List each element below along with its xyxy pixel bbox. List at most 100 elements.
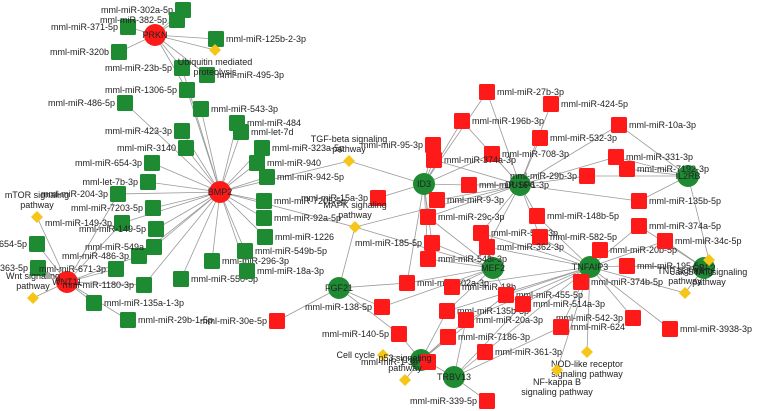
node-m3938[interactable]: mml-miR-3938-3p — [662, 321, 752, 337]
node-m3140[interactable]: mml-miR-3140 — [117, 140, 194, 156]
node-m371[interactable]: mml-miR-371-5p — [51, 19, 136, 35]
node-m34c[interactable]: mml-miR-34c-5p — [657, 233, 742, 249]
node-m29c[interactable]: mml-miR-29c-3p — [420, 209, 505, 225]
node-m323a[interactable]: mml-miR-323a-5p — [254, 140, 344, 156]
node-m362[interactable]: mml-miR-362-3p — [479, 239, 564, 255]
node-m9[interactable]: mml-miR-9-3p — [429, 192, 504, 208]
node-FGF21[interactable]: FGF21 — [325, 277, 353, 299]
node-m185[interactable]: mml-miR-185-5p — [355, 235, 440, 251]
node-m374a_3p[interactable]: mml-miR-374a-3p — [426, 152, 516, 168]
node-m486[interactable]: mml-miR-486-5p — [48, 95, 133, 111]
node-m1[interactable]: mml-miR-1-3p — [361, 354, 436, 370]
node-p_cell[interactable]: Cell cycle — [336, 349, 389, 361]
node-m7192[interactable]: mml-miR-7192-3p — [619, 161, 709, 177]
node-m542[interactable]: mml-miR-542-3p — [556, 310, 641, 326]
node-m27b[interactable]: mml-miR-27b-3p — [479, 84, 564, 100]
node-m18a[interactable]: mml-miR-18a-3p — [239, 263, 324, 279]
node-m23b[interactable]: mml-miR-23b-5p — [105, 60, 190, 76]
node-m30e[interactable]: mml-miR-30e-5p — [200, 313, 285, 329]
node-m7186[interactable]: mml-miR-7186-3p — [440, 329, 530, 345]
node-m135a1[interactable]: mml-miR-135a-1-3p — [86, 295, 184, 311]
node-m204[interactable]: mml-miR-204-3p — [41, 186, 126, 202]
node-m940[interactable]: mml-miR-940 — [249, 155, 321, 171]
node-m10a[interactable]: mml-miR-10a-3p — [611, 117, 696, 133]
node-m95[interactable]: mml-miR-95-3p — [361, 137, 441, 153]
node-m374b[interactable]: mml-miR-374b-5p — [573, 274, 663, 290]
node-TRBV13[interactable]: TRBV13 — [437, 366, 471, 388]
node-IL2RB[interactable]: IL2RB — [675, 165, 701, 187]
node-m423[interactable]: mml-miR-423-3p — [105, 123, 190, 139]
node-m296[interactable]: mml-miR-296-3p — [204, 253, 289, 269]
node-TNFAIP3[interactable]: TNFAIP3 — [572, 256, 609, 278]
node-m671[interactable]: mml-miR-671-3p — [39, 261, 124, 277]
node-m550[interactable]: mml-miR-550-5p — [173, 271, 258, 287]
node-m532[interactable]: mml-miR-532-3p — [532, 130, 617, 146]
node-m7205[interactable]: mml-miR-7205-5p — [256, 193, 346, 209]
node-m149_3p[interactable]: mml-miR-149-3p — [45, 215, 130, 231]
node-MEF2[interactable]: MEF2 — [481, 257, 505, 279]
node-m455[interactable]: mml-miR-455-5p — [498, 287, 583, 303]
node-m20a[interactable]: mml-miR-20a-3p — [458, 312, 543, 328]
node-m16_1[interactable]: mml-miR-16-1-3p — [461, 177, 549, 193]
node-m495[interactable]: mml-miR-495-3p — [199, 67, 284, 83]
node-m125b2[interactable]: mml-miR-125b-2-3p — [208, 31, 306, 47]
node-m195[interactable]: mml-miR-195-5p — [619, 258, 704, 274]
node-m320b[interactable]: mml-miR-320b — [50, 44, 127, 60]
node-m374a_5p[interactable]: mml-miR-374a-5p — [631, 218, 721, 234]
node-m15a[interactable]: mml-miR-15a-3p — [301, 190, 386, 206]
node-m1226[interactable]: mml-miR-1226 — [257, 229, 334, 245]
node-ID3[interactable]: ID3 — [413, 173, 435, 195]
node-m654[interactable]: mml-miR-654-3p — [75, 155, 160, 171]
node-let7d[interactable]: mml-let-7d — [233, 124, 294, 140]
node-PRKN[interactable]: PRKN — [142, 24, 168, 46]
node-DUSP6[interactable]: DUSP6 — [505, 174, 535, 196]
node-m708[interactable]: mml-miR-708-3p — [484, 146, 569, 162]
node-m363[interactable]: mml-miR-363-5p — [0, 260, 46, 276]
node-label: mml-miR-339-5p — [410, 396, 477, 406]
node-m29b[interactable]: mml-miR-29b-3p — [510, 168, 595, 184]
node-m549a[interactable]: mml-miR-549a — [85, 239, 162, 255]
node-m1180[interactable]: mml-miR-1180-3p — [63, 277, 152, 293]
node-m942[interactable]: mml-miR-942-5p — [259, 169, 344, 185]
node-m331[interactable]: mml-miR-331-3p — [608, 149, 693, 165]
node-m135b[interactable]: mml-miR-135b-5p — [631, 193, 721, 209]
node-m549b[interactable]: mml-miR-549b-5p — [237, 243, 327, 259]
node-m138[interactable]: mml-miR-138-5p — [305, 299, 390, 315]
node-m361[interactable]: mml-miR-361-3p — [477, 344, 562, 360]
node-BMP2[interactable]: BMP2 — [208, 181, 233, 203]
node-m148b[interactable]: mml-miR-148b-5p — [529, 208, 619, 224]
node-m18b[interactable]: mml-miR-18b — [444, 279, 516, 295]
node-m624[interactable]: mml-miR-624 — [553, 319, 625, 335]
node-m654_5p[interactable]: mml-miR-654-5p — [0, 236, 45, 252]
node-m582[interactable]: mml-miR-582-5p — [532, 229, 617, 245]
node-m514a[interactable]: mml-miR-514a-3p — [515, 296, 605, 312]
node-m135b_3p[interactable]: mml-miR-135b-3p — [439, 303, 529, 319]
node-WNT11[interactable]: WNT11 — [52, 271, 82, 293]
node-m7203[interactable]: mml-miR-7203-5p — [71, 200, 161, 216]
node-m424[interactable]: mml-miR-424-5p — [543, 96, 628, 112]
node-m339[interactable]: mml-miR-339-5p — [410, 393, 495, 409]
node-m29b1[interactable]: mml-miR-29b-1-5p — [120, 312, 213, 328]
node-m598[interactable]: mml-miR-598-3p — [473, 225, 558, 241]
node-m548i[interactable]: mml-miR-548i-3p — [420, 251, 507, 267]
node-m382[interactable]: mml-miR-382-5p — [100, 12, 185, 28]
node-let7b[interactable]: mml-let-7b-3p — [82, 174, 156, 190]
node-m543[interactable]: mml-miR-543-3p — [193, 101, 278, 117]
node-m149_5p[interactable]: mml-miR-149-5p — [79, 221, 164, 237]
node-m140[interactable]: mml-miR-140-5p — [322, 326, 407, 342]
node-m20b[interactable]: mml-miR-20b-5p — [592, 242, 677, 258]
node-m486_3p[interactable]: mml-miR-486-3p — [62, 248, 147, 264]
node-m1306[interactable]: mml-miR-1306-5p — [105, 82, 195, 98]
node-m92a[interactable]: mml-miR-92a-5p — [256, 210, 341, 226]
node-m196b[interactable]: mml-miR-196b-3p — [454, 113, 544, 129]
